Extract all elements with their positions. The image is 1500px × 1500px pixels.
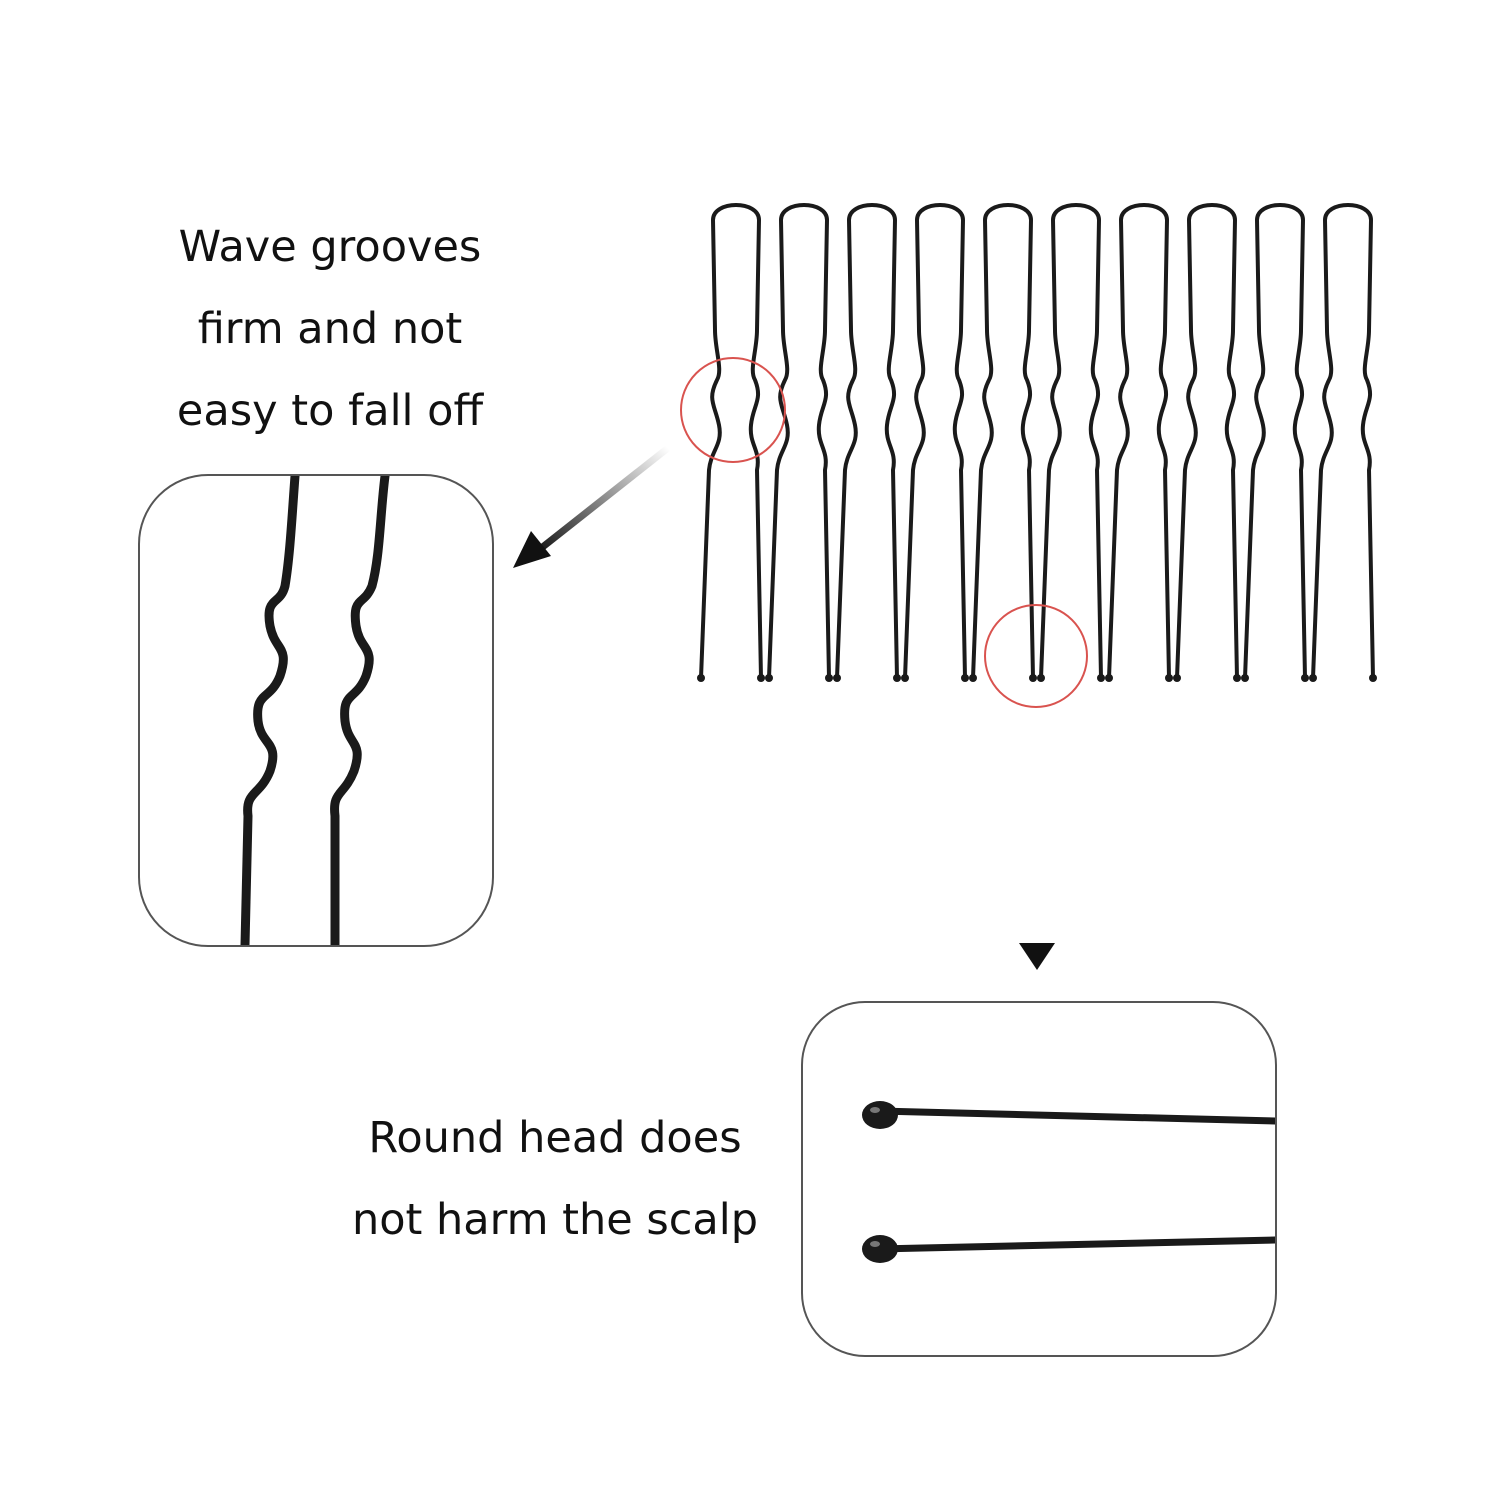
hairpin: [1311, 203, 1375, 680]
hairpin-round-tip: [697, 674, 705, 682]
hairpin-round-tip: [1097, 674, 1105, 682]
hairpin-round-tip: [765, 674, 773, 682]
hairpin: [835, 203, 899, 680]
hairpin-round-tip: [1173, 674, 1181, 682]
hairpin-round-tip: [833, 674, 841, 682]
tip-highlight-circle: [984, 604, 1088, 708]
caption-line: easy to fall off: [176, 386, 484, 436]
hairpin: [767, 203, 831, 680]
hairpin-round-tip: [757, 674, 765, 682]
wave-detail-image: [240, 476, 390, 945]
caption-line: Wave grooves: [178, 222, 482, 272]
hairpin: [971, 203, 1035, 680]
hairpin-round-tip: [901, 674, 909, 682]
hairpin-round-tip: [825, 674, 833, 682]
hairpin-set: [697, 203, 1377, 682]
hairpin-round-tip: [1165, 674, 1173, 682]
wave-arrow-icon: [513, 445, 671, 568]
wave-highlight-circle: [680, 357, 786, 463]
hairpin: [1175, 203, 1239, 680]
hairpin: [1107, 203, 1171, 680]
hairpin-round-tip: [1029, 674, 1037, 682]
round-head-detail-image: [862, 1101, 1275, 1263]
hairpin-round-tip: [1241, 674, 1249, 682]
hairpin-round-tip: [1369, 674, 1377, 682]
hairpin-round-tip: [1233, 674, 1241, 682]
round-head-detail-box: [801, 1001, 1277, 1357]
hairpin-round-tip: [1037, 674, 1045, 682]
hairpin: [1039, 203, 1103, 680]
caption-line: Round head does: [368, 1113, 742, 1163]
hairpin-round-tip: [1309, 674, 1317, 682]
hairpin-round-tip: [961, 674, 969, 682]
caption-line: firm and not: [197, 304, 463, 354]
caption-line: not harm the scalp: [351, 1195, 759, 1245]
hairpin: [699, 203, 763, 680]
hairpin: [1243, 203, 1307, 680]
wave-grooves-caption: Wave grooves firm and not easy to fall o…: [130, 206, 530, 452]
hairpin-round-tip: [1105, 674, 1113, 682]
head-arrow-icon: [1019, 728, 1055, 970]
wave-detail-box: [138, 474, 494, 947]
hairpin-round-tip: [969, 674, 977, 682]
round-head-caption: Round head does not harm the scalp: [330, 1097, 780, 1261]
hairpin-round-tip: [893, 674, 901, 682]
hairpin: [903, 203, 967, 680]
hairpin-round-tip: [1301, 674, 1309, 682]
